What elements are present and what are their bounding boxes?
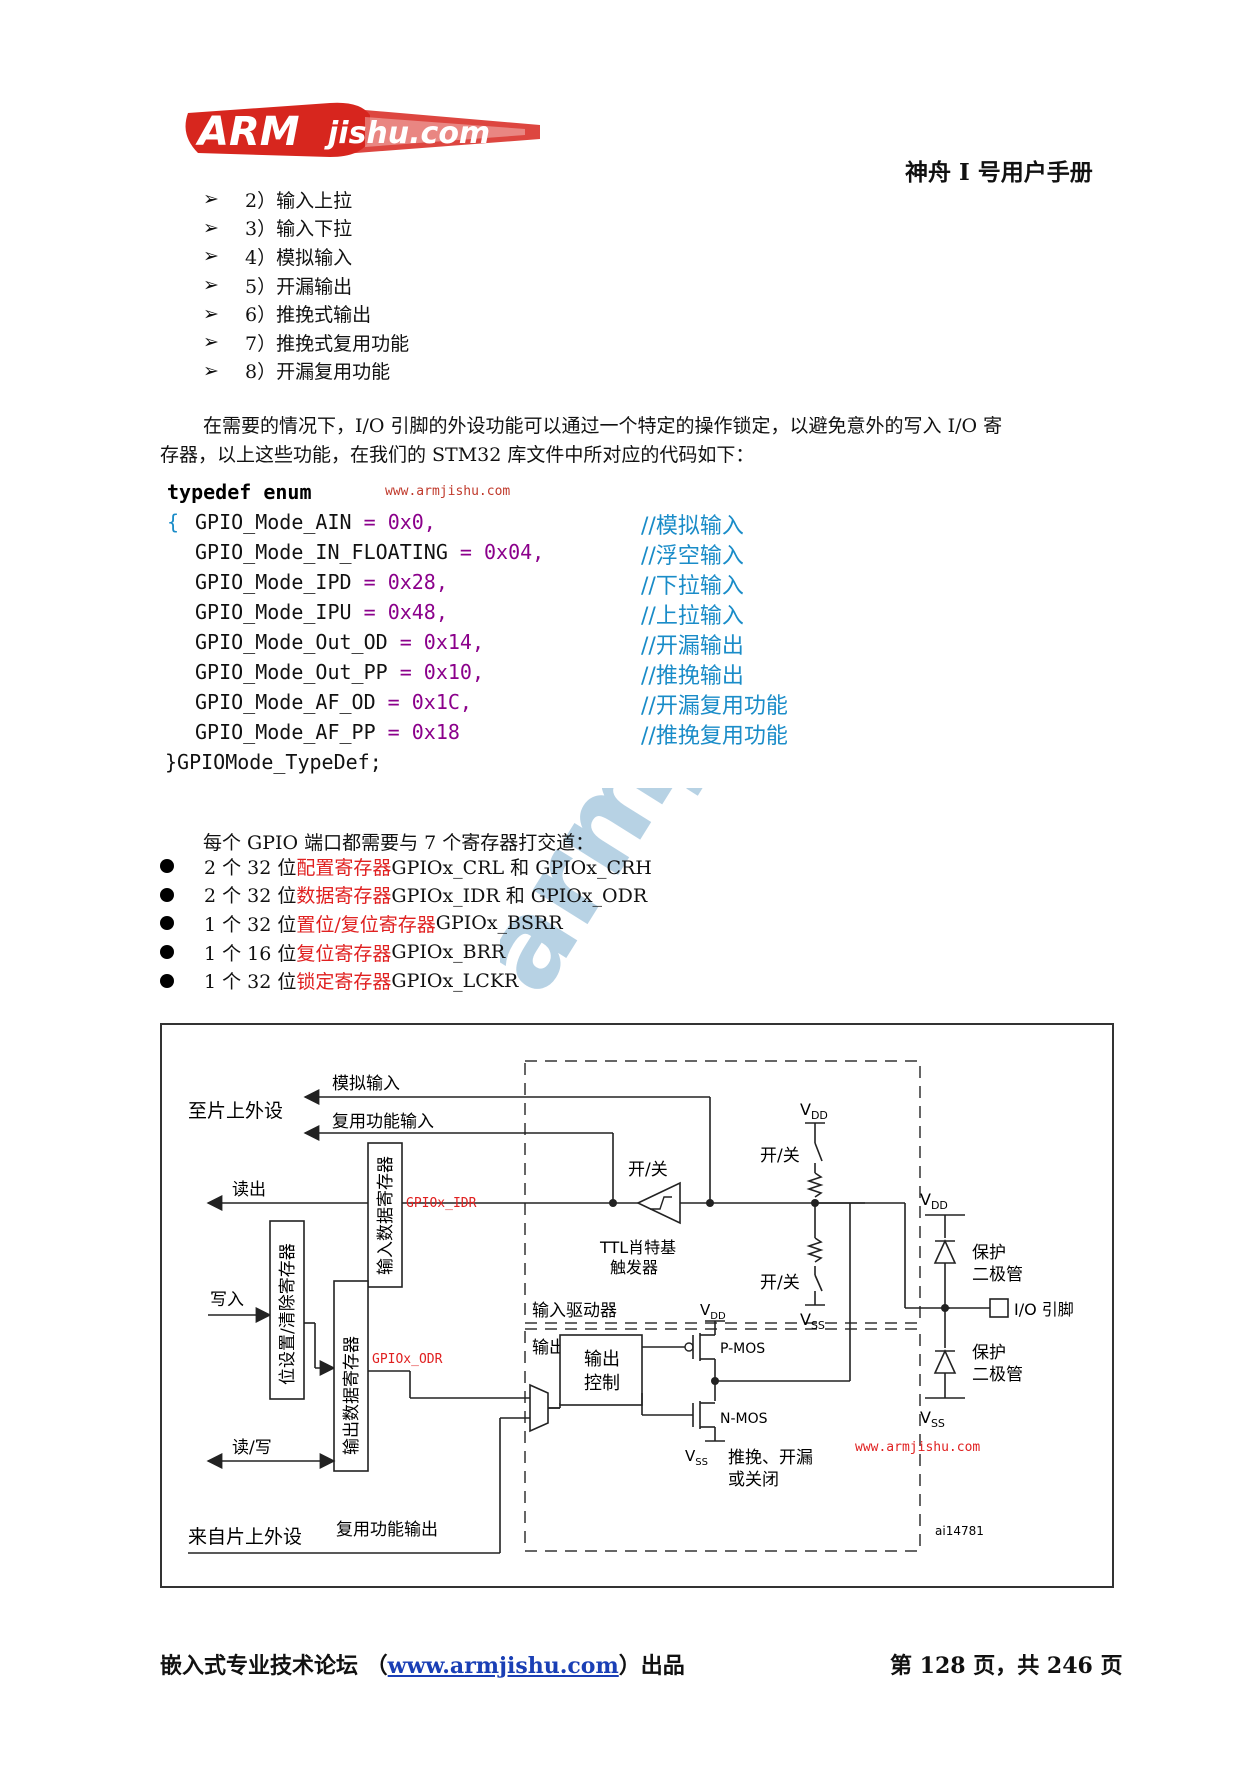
input-driver-box (524, 1060, 921, 1324)
gpio-circuit-diagram: 输入驱动器 输出驱动器 至片上外设 来自片上外设 模拟输入 复用功能输入 输入数… (160, 1023, 1114, 1588)
bullet-dot-icon (160, 945, 174, 960)
logo-jishu: jishu.com (324, 116, 490, 151)
io-pad (989, 1298, 1009, 1318)
output-control-block (559, 1334, 643, 1406)
analog-input-label: 模拟输入 (332, 1074, 400, 1094)
vdd-label-diode: VDD (920, 1190, 948, 1212)
af-input-label: 复用功能输入 (332, 1112, 434, 1132)
trigger-switch-label: 开/关 (628, 1160, 668, 1180)
input-driver-label: 输入驱动器 (532, 1301, 617, 1321)
vss-label-diode: VSS (920, 1408, 945, 1430)
body-paragraph: 在需要的情况下，I/O 引脚的外设功能可以通过一个特定的操作锁定，以避免意外的写… (160, 415, 1003, 466)
bullet-dot-icon (160, 859, 174, 874)
bullet-arrow-icon: ➢ (203, 274, 219, 297)
protect-bottom-1: 保护 (972, 1343, 1006, 1363)
output-control-label-2: 控制 (584, 1373, 620, 1394)
vdd-label-pmos: VDD (700, 1301, 726, 1322)
to-onchip-label: 至片上外设 (188, 1100, 283, 1122)
odr-label: GPIOx_ODR (372, 1352, 443, 1367)
protect-bottom-2: 二极管 (972, 1365, 1023, 1385)
output-mux (529, 1383, 549, 1433)
logo-arm: ARM (195, 109, 300, 155)
code-typedef: typedef enum (167, 480, 312, 504)
write-in-label: 写入 (210, 1290, 244, 1310)
vdd-label-top: VDD (800, 1100, 828, 1122)
site-logo: ARM jishu.com (180, 95, 550, 165)
bullet-arrow-icon: ➢ (203, 245, 219, 268)
bsr-register-label: 位设置/清除寄存器 (278, 1243, 298, 1385)
list-item: ➢5）开漏输出 (203, 274, 353, 298)
idr-label: GPIOx_IDR (406, 1196, 477, 1211)
list-item: 1 个 16 位复位寄存器 GPIOx_BRR (158, 938, 652, 967)
pmos-label: P-MOS (720, 1341, 765, 1357)
bullet-arrow-icon: ➢ (203, 188, 219, 211)
code-block: typedef enum www.armjishu.com { GPIO_Mod… (163, 480, 898, 788)
page-number: 第 128 页，共 246 页 (890, 1653, 1123, 1679)
manual-title: 神舟 I 号用户手册 (905, 159, 1093, 186)
output-data-register (333, 1280, 369, 1472)
vss-label-in: VSS (800, 1310, 825, 1332)
list-item: 1 个 32 位置位/复位寄存器 GPIOx_BSRR (158, 909, 652, 938)
code-close: }GPIOMode_TypeDef; (165, 750, 382, 774)
bullet-dot-icon (160, 887, 174, 902)
protect-top-1: 保护 (972, 1243, 1006, 1263)
af-output-label: 复用功能输出 (336, 1520, 438, 1540)
bullet-arrow-icon: ➢ (203, 302, 219, 325)
nmos-label: N-MOS (720, 1411, 768, 1427)
ttl-label-2: 触发器 (610, 1258, 658, 1277)
list-item: ➢8）开漏复用功能 (203, 359, 391, 384)
read-out-label: 读出 (232, 1180, 266, 1200)
list-item: ➢2）输入上拉 (203, 188, 353, 212)
bullet-arrow-icon: ➢ (203, 331, 219, 354)
pullup-switch-label: 开/关 (760, 1146, 800, 1166)
footer-link[interactable]: www.armjishu.com (387, 1653, 619, 1679)
bullet-dot-icon (160, 916, 174, 931)
output-control-label-1: 输出 (584, 1349, 620, 1370)
output-driver-box (524, 1328, 921, 1552)
drive-mode-label-2: 或关闭 (728, 1470, 779, 1490)
list-item: ➢7）推挽式复用功能 (203, 331, 410, 355)
input-data-register (367, 1142, 403, 1288)
mode-list: ➢2）输入上拉 ➢3）输入下拉 ➢4）模拟输入 ➢5）开漏输出 ➢6）推挽式输出… (203, 185, 409, 385)
diagram-frame (160, 1023, 1114, 1588)
bullet-arrow-icon: ➢ (203, 359, 219, 382)
registers-intro: 每个 GPIO 端口都需要与 7 个寄存器打交道： (203, 832, 595, 854)
list-item: ➢6）推挽式输出 (203, 302, 372, 327)
list-item: ➢4）模拟输入 (203, 245, 353, 269)
io-pin-label: I/O 引脚 (1014, 1300, 1074, 1319)
footer-left: 嵌入式专业技术论坛 （www.armjishu.com）出品 (160, 1653, 685, 1679)
pulldown-switch-label: 开/关 (760, 1273, 800, 1293)
drive-mode-label-1: 推挽、开漏 (728, 1448, 813, 1468)
bit-set-reset-register (269, 1220, 305, 1400)
code-site: www.armjishu.com (385, 484, 511, 499)
vss-label-nmos: VSS (685, 1447, 708, 1468)
bullet-dot-icon (160, 973, 174, 988)
protect-top-2: 二极管 (972, 1265, 1023, 1285)
bullet-arrow-icon: ➢ (203, 216, 219, 239)
figure-id: ai14781 (935, 1524, 984, 1538)
output-data-register-label: 输出数据寄存器 (342, 1336, 362, 1455)
list-item: 2 个 32 位配置寄存器 GPIOx_CRL 和 GPIOx_CRH (158, 852, 652, 881)
list-item: 1 个 32 位锁定寄存器 GPIOx_LCKR (158, 966, 652, 995)
from-onchip-label: 来自片上外设 (188, 1526, 302, 1548)
register-list: 2 个 32 位配置寄存器 GPIOx_CRL 和 GPIOx_CRH 2 个 … (158, 852, 652, 995)
input-data-register-label: 输入数据寄存器 (376, 1156, 396, 1275)
read-write-label: 读/写 (232, 1438, 272, 1458)
list-item: 2 个 32 位数据寄存器 GPIOx_IDR 和 GPIOx_ODR (158, 881, 652, 910)
ttl-label-1: TTL肖特基 (599, 1238, 676, 1257)
list-item: ➢3）输入下拉 (203, 216, 353, 241)
diagram-site: www.armjishu.com (855, 1440, 980, 1455)
